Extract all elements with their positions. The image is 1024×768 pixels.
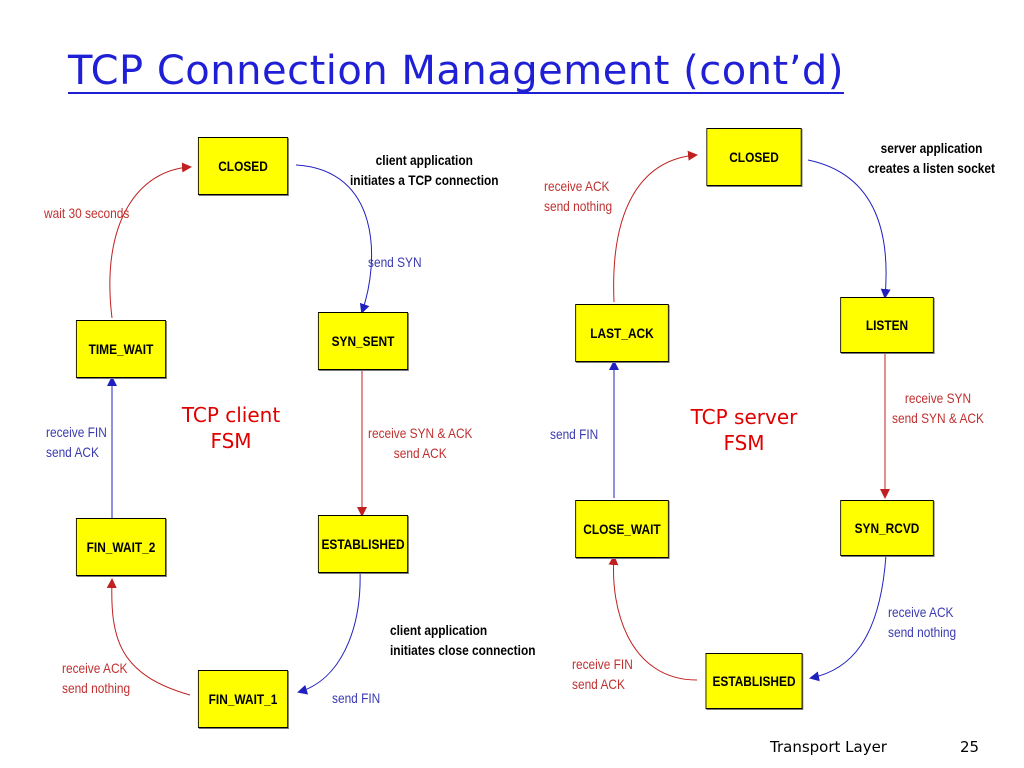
client-state-fin-wait-2: FIN_WAIT_2 [75, 518, 167, 576]
server-label-last-ack: receive ACK send nothing [544, 178, 613, 214]
client-label-syn-ack: receive SYN & ACK send ACK [368, 425, 473, 461]
footer-section: Transport Layer [770, 738, 887, 756]
server-state-syn-rcvd: SYN_RCVD [840, 500, 934, 556]
client-label-receive-ack: receive ACK send nothing [62, 660, 131, 696]
server-arrow-syn-rcvd-to-established [809, 554, 887, 682]
client-label-send-fin: send FIN [332, 690, 381, 706]
server-state-listen: LISTEN [840, 297, 934, 353]
server-fsm-label: TCP server FSM [690, 405, 798, 455]
server-state-established: ESTABLISHED [705, 653, 803, 709]
client-label-send-syn: send SYN [368, 254, 422, 270]
server-label-receive-syn: receive SYN send SYN & ACK [892, 390, 984, 426]
page-number: 25 [960, 738, 980, 756]
server-arrow-established-to-close-wait [608, 555, 698, 681]
client-state-fin-wait-1: FIN_WAIT_1 [197, 670, 289, 728]
arrow-time-wait-to-closed [109, 162, 192, 319]
server-state-close-wait: CLOSE_WAIT [575, 500, 669, 558]
arrow-closed-to-syn-sent [295, 164, 373, 314]
server-state-closed: CLOSED [706, 128, 802, 186]
client-label-app-connect: client application initiates a TCP conne… [350, 152, 499, 188]
server-state-last-ack: LAST_ACK [575, 304, 669, 362]
server-label-send-fin: send FIN [550, 426, 599, 442]
client-state-syn-sent: SYN_SENT [317, 312, 409, 370]
server-arrow-closed-to-listen [807, 159, 891, 299]
arrow-established-to-fin-wait-1 [297, 569, 361, 695]
client-label-app-close: client application initiates close conne… [390, 622, 536, 658]
server-label-receive-fin: receive FIN send ACK [572, 656, 633, 692]
server-arrow-last-ack-to-closed [613, 150, 698, 303]
client-label-wait-30: wait 30 seconds [44, 205, 130, 221]
arrow-fin-wait-1-to-fin-wait-2 [106, 578, 191, 696]
client-fsm-label: TCP client FSM [181, 403, 281, 453]
client-label-receive-fin: receive FIN send ACK [46, 424, 107, 460]
slide-title: TCP Connection Management (cont’d) [68, 48, 844, 94]
server-label-receive-ack: receive ACK send nothing [888, 604, 957, 640]
client-state-established: ESTABLISHED [317, 515, 409, 573]
client-state-closed: CLOSED [197, 137, 289, 195]
server-label-app-listen: server application creates a listen sock… [868, 140, 996, 176]
client-state-time-wait: TIME_WAIT [75, 320, 167, 378]
